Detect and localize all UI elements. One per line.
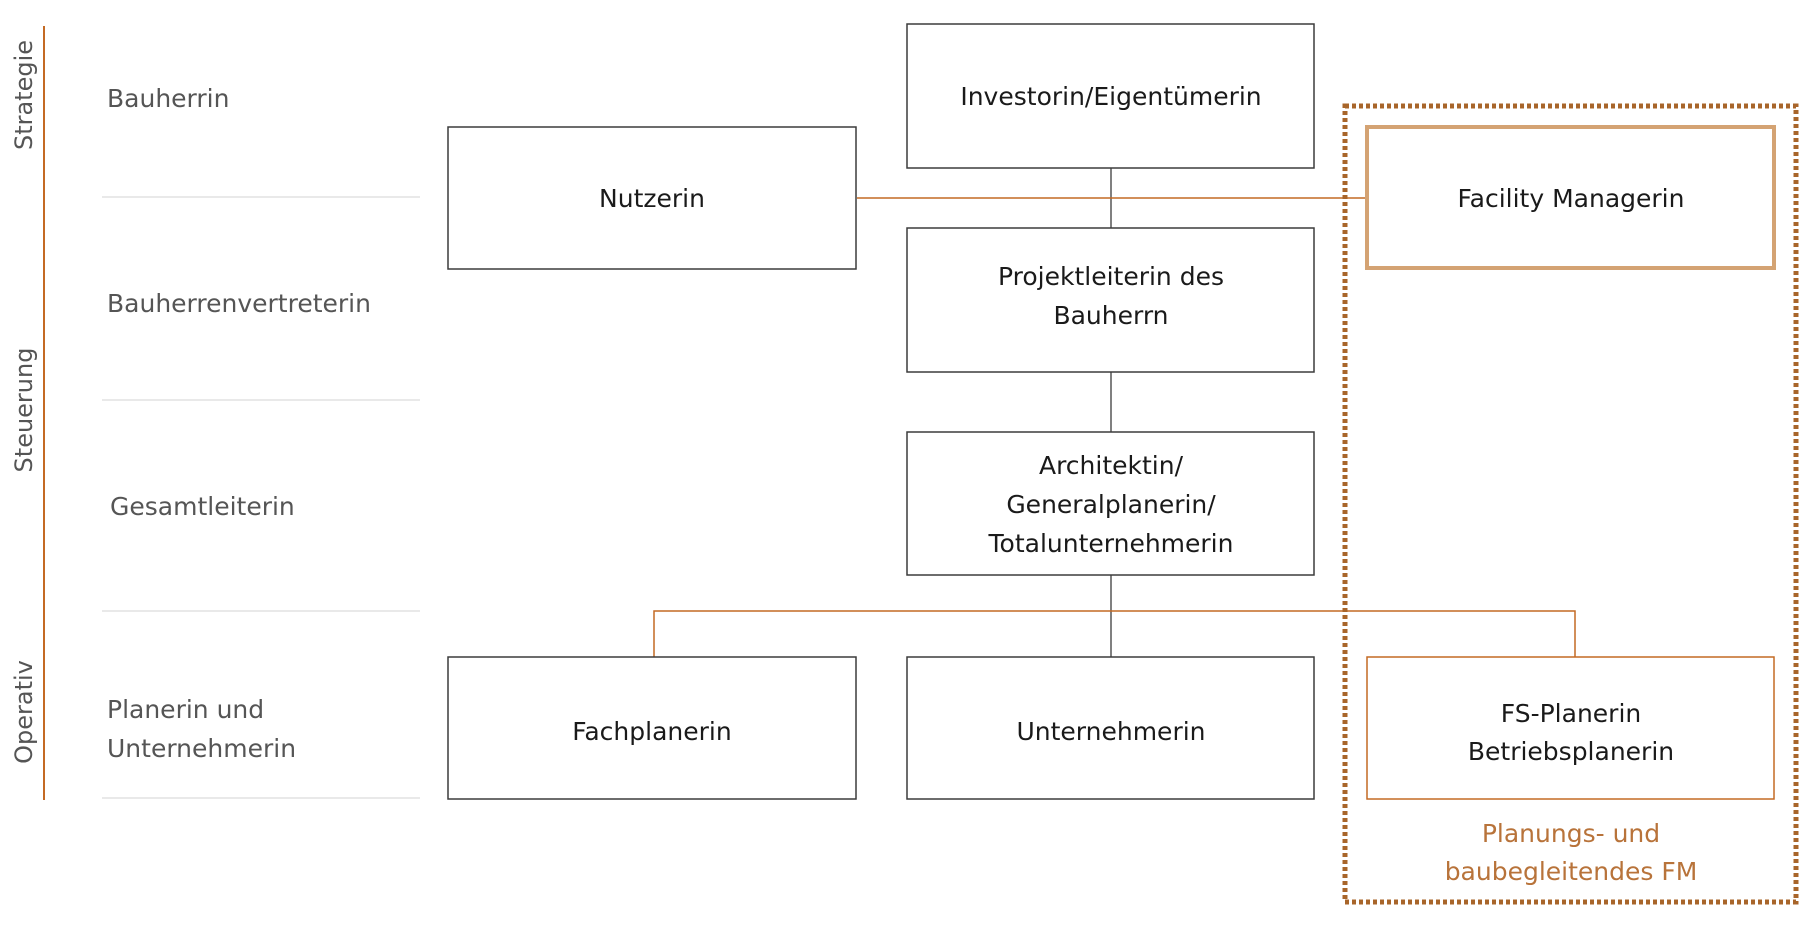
box-project-lead-label-line1: Projektleiterin des	[998, 262, 1224, 291]
box-architect-label-line3: Totalunternehmerin	[988, 529, 1234, 558]
fm-group-caption-line2: baubegleitendes FM	[1445, 857, 1698, 886]
box-contractor-label: Unternehmerin	[1016, 717, 1205, 746]
row-label-planner-line1: Planerin und	[107, 695, 264, 724]
box-investor	[906, 23, 1315, 169]
box-facility-manager-label: Facility Managerin	[1458, 184, 1685, 213]
box-facility-manager	[1365, 125, 1776, 270]
row-label-owner-representative: Bauherrenvertreterin	[107, 289, 371, 318]
box-fs-planner	[1366, 656, 1775, 800]
box-specialist-planner	[447, 656, 857, 800]
box-project-lead	[906, 227, 1315, 373]
box-user-label: Nutzerin	[599, 184, 705, 213]
band-label-operative: Operativ	[10, 660, 38, 764]
row-label-planner-line2: Unternehmerin	[107, 734, 296, 763]
row-label-overall-lead: Gesamtleiterin	[110, 492, 295, 521]
band-label-strategy: Strategie	[10, 40, 38, 150]
box-investor-label: Investorin/Eigentümerin	[960, 82, 1261, 111]
row-label-owner: Bauherrin	[107, 84, 229, 113]
band-label-steering: Steuerung	[10, 348, 38, 473]
fm-group-frame	[1342, 103, 1799, 905]
box-architect-label-line2: Generalplanerin/	[1006, 490, 1216, 519]
box-specialist-planner-label: Fachplanerin	[572, 717, 731, 746]
box-contractor	[906, 656, 1315, 800]
box-user	[447, 126, 857, 270]
fm-group-caption-line1: Planungs- und	[1482, 819, 1660, 848]
box-project-lead-label-line2: Bauherrn	[1053, 301, 1168, 330]
box-architect	[906, 431, 1315, 576]
box-fs-planner-label-line2: Betriebsplanerin	[1468, 737, 1674, 766]
connector-planning-branch	[653, 610, 1576, 662]
box-architect-label-line1: Architektin/	[1039, 451, 1184, 480]
box-fs-planner-label-line1: FS-Planerin	[1501, 699, 1641, 728]
